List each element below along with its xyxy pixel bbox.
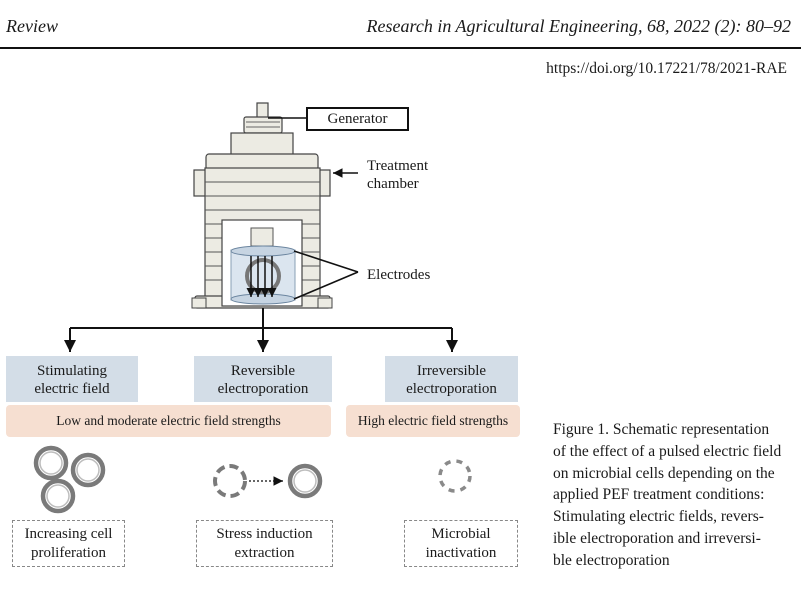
caption-line: Figure 1. Schematic representation: [553, 421, 770, 438]
reversible-cell-illustration: [213, 463, 323, 499]
irreversible-electroporation-box: Irreversible electroporation: [385, 356, 518, 402]
reversible-electroporation-box: Reversible electroporation: [194, 356, 332, 402]
stimulating-field-box: Stimulating electric field: [6, 356, 138, 402]
electrodes-label: Electrodes: [367, 267, 431, 283]
electrode-pointer-lower: [293, 271, 359, 300]
caption-line: on microbial cells depending on the: [553, 464, 775, 482]
chamber-label: Treatment chamber: [367, 157, 428, 193]
outcome-inactivation-box: Microbial inactivation: [404, 520, 518, 567]
caption-line: of the effect of a pulsed electric field: [553, 442, 782, 460]
branch-title-line1: Reversible: [230, 363, 296, 379]
outcome-proliferation-box: Increasing cell proliferation: [12, 520, 125, 567]
caption-line: Stimulating electric fields, revers-: [553, 508, 764, 526]
branch-title-line2: electric field: [34, 381, 110, 397]
section-label: Review: [6, 16, 58, 36]
outcome-line2: extraction: [234, 544, 295, 561]
journal-citation: Research in Agricultural Engineering, 68…: [366, 16, 791, 36]
chamber-label-line1: Treatment: [367, 158, 429, 174]
generator-label: Generator: [306, 107, 409, 131]
chamber-label-line2: chamber: [367, 176, 419, 192]
outcome-line2: proliferation: [31, 544, 106, 561]
branch-title-line2: electroporation: [406, 381, 497, 397]
header-rule: [0, 47, 801, 49]
caption-line: ble electroporation: [553, 551, 670, 569]
caption-line: applied PEF treatment conditions:: [553, 486, 765, 504]
figure-caption: Figure 1. Schematic representation of th…: [553, 419, 785, 572]
treatment-chamber-device: [191, 102, 333, 309]
outcome-line2: inactivation: [425, 544, 497, 561]
doi-link[interactable]: https://doi.org/10.17221/78/2021-RAE: [546, 60, 787, 77]
outcome-stress-box: Stress induction extraction: [196, 520, 333, 567]
branch-title-line1: Stimulating: [36, 363, 107, 379]
outcome-line1: Stress induction: [216, 525, 313, 542]
low-strength-band: Low and moderate electric field strength…: [6, 405, 331, 437]
branch-connector: [64, 308, 458, 352]
outcome-line1: Increasing cell: [24, 525, 113, 542]
outcome-line1: Microbial: [431, 525, 491, 542]
branch-title-line1: Irreversible: [416, 363, 487, 379]
high-strength-band: High electric field strengths: [346, 405, 520, 437]
branch-title-line2: electroporation: [217, 381, 309, 397]
electrode-pointer-upper: [293, 250, 359, 273]
inactivated-cell-illustration: [438, 459, 472, 493]
caption-line: ible electroporation and irreversi-: [553, 529, 761, 547]
proliferating-cells-illustration: [33, 445, 106, 514]
